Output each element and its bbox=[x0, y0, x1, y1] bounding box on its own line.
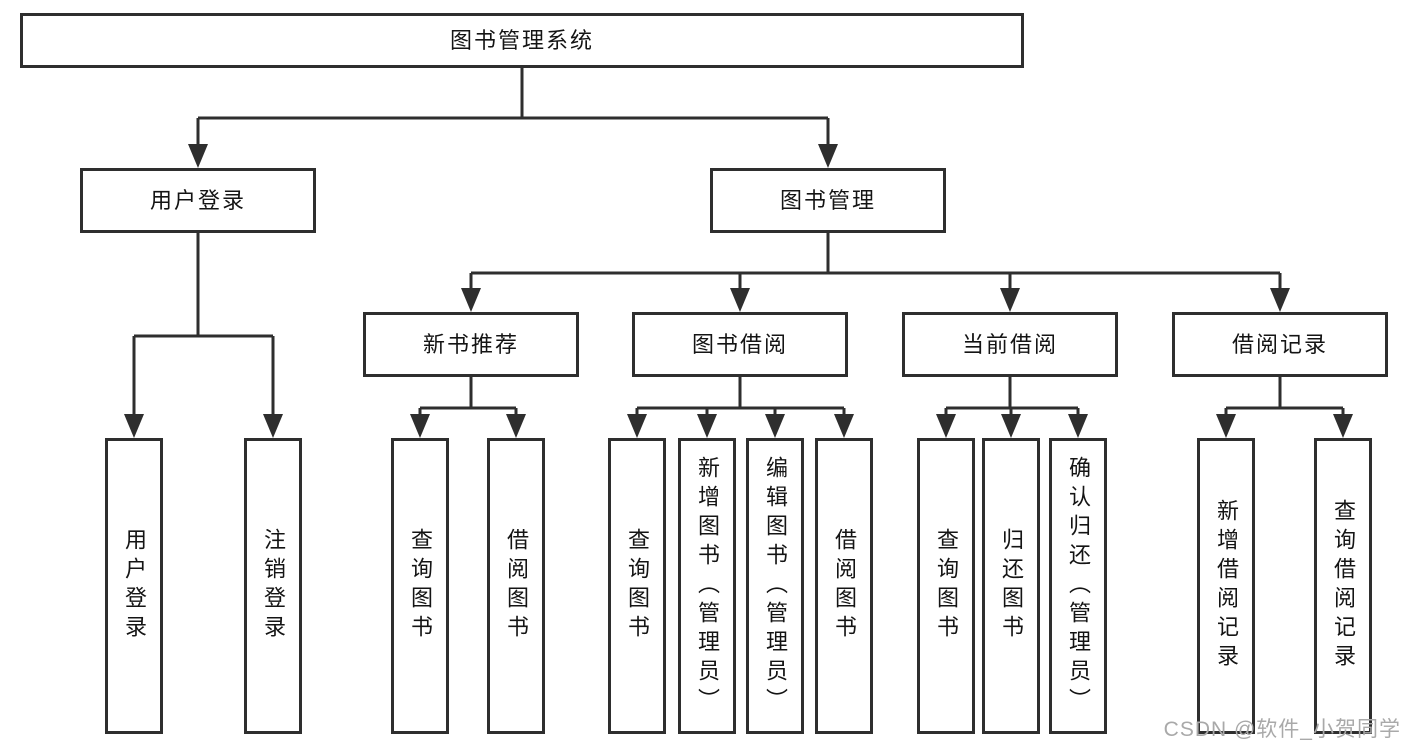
node-user-login: 用户登录 bbox=[80, 168, 316, 233]
leaf-query-books-current: 查询图书 bbox=[917, 438, 975, 734]
leaf-query-books-borrowing: 查询图书 bbox=[608, 438, 666, 734]
leaf-add-books-admin: 新增图书（管理员） bbox=[678, 438, 736, 734]
node-borrowing-records: 借阅记录 bbox=[1172, 312, 1388, 377]
leaf-borrow-books-recommend: 借阅图书 bbox=[487, 438, 545, 734]
arrowheads bbox=[124, 144, 1353, 438]
leaf-query-borrow-record: 查询借阅记录 bbox=[1314, 438, 1372, 734]
leaf-confirm-return-admin: 确认归还（管理员） bbox=[1049, 438, 1107, 734]
leaf-add-borrow-record: 新增借阅记录 bbox=[1197, 438, 1255, 734]
node-current-borrowing: 当前借阅 bbox=[902, 312, 1118, 377]
leaf-edit-books-admin: 编辑图书（管理员） bbox=[746, 438, 804, 734]
leaf-user-login: 用户登录 bbox=[105, 438, 163, 734]
leaf-return-books: 归还图书 bbox=[982, 438, 1040, 734]
leaf-borrow-books-borrowing: 借阅图书 bbox=[815, 438, 873, 734]
csdn-watermark: CSDN @软件_小贺同学 bbox=[1163, 718, 1401, 741]
node-library-management-system: 图书管理系统 bbox=[20, 13, 1024, 68]
node-book-management: 图书管理 bbox=[710, 168, 946, 233]
leaf-query-books-recommend: 查询图书 bbox=[391, 438, 449, 734]
node-new-book-recommendation: 新书推荐 bbox=[363, 312, 579, 377]
node-book-borrowing: 图书借阅 bbox=[632, 312, 848, 377]
leaf-logout: 注销登录 bbox=[244, 438, 302, 734]
